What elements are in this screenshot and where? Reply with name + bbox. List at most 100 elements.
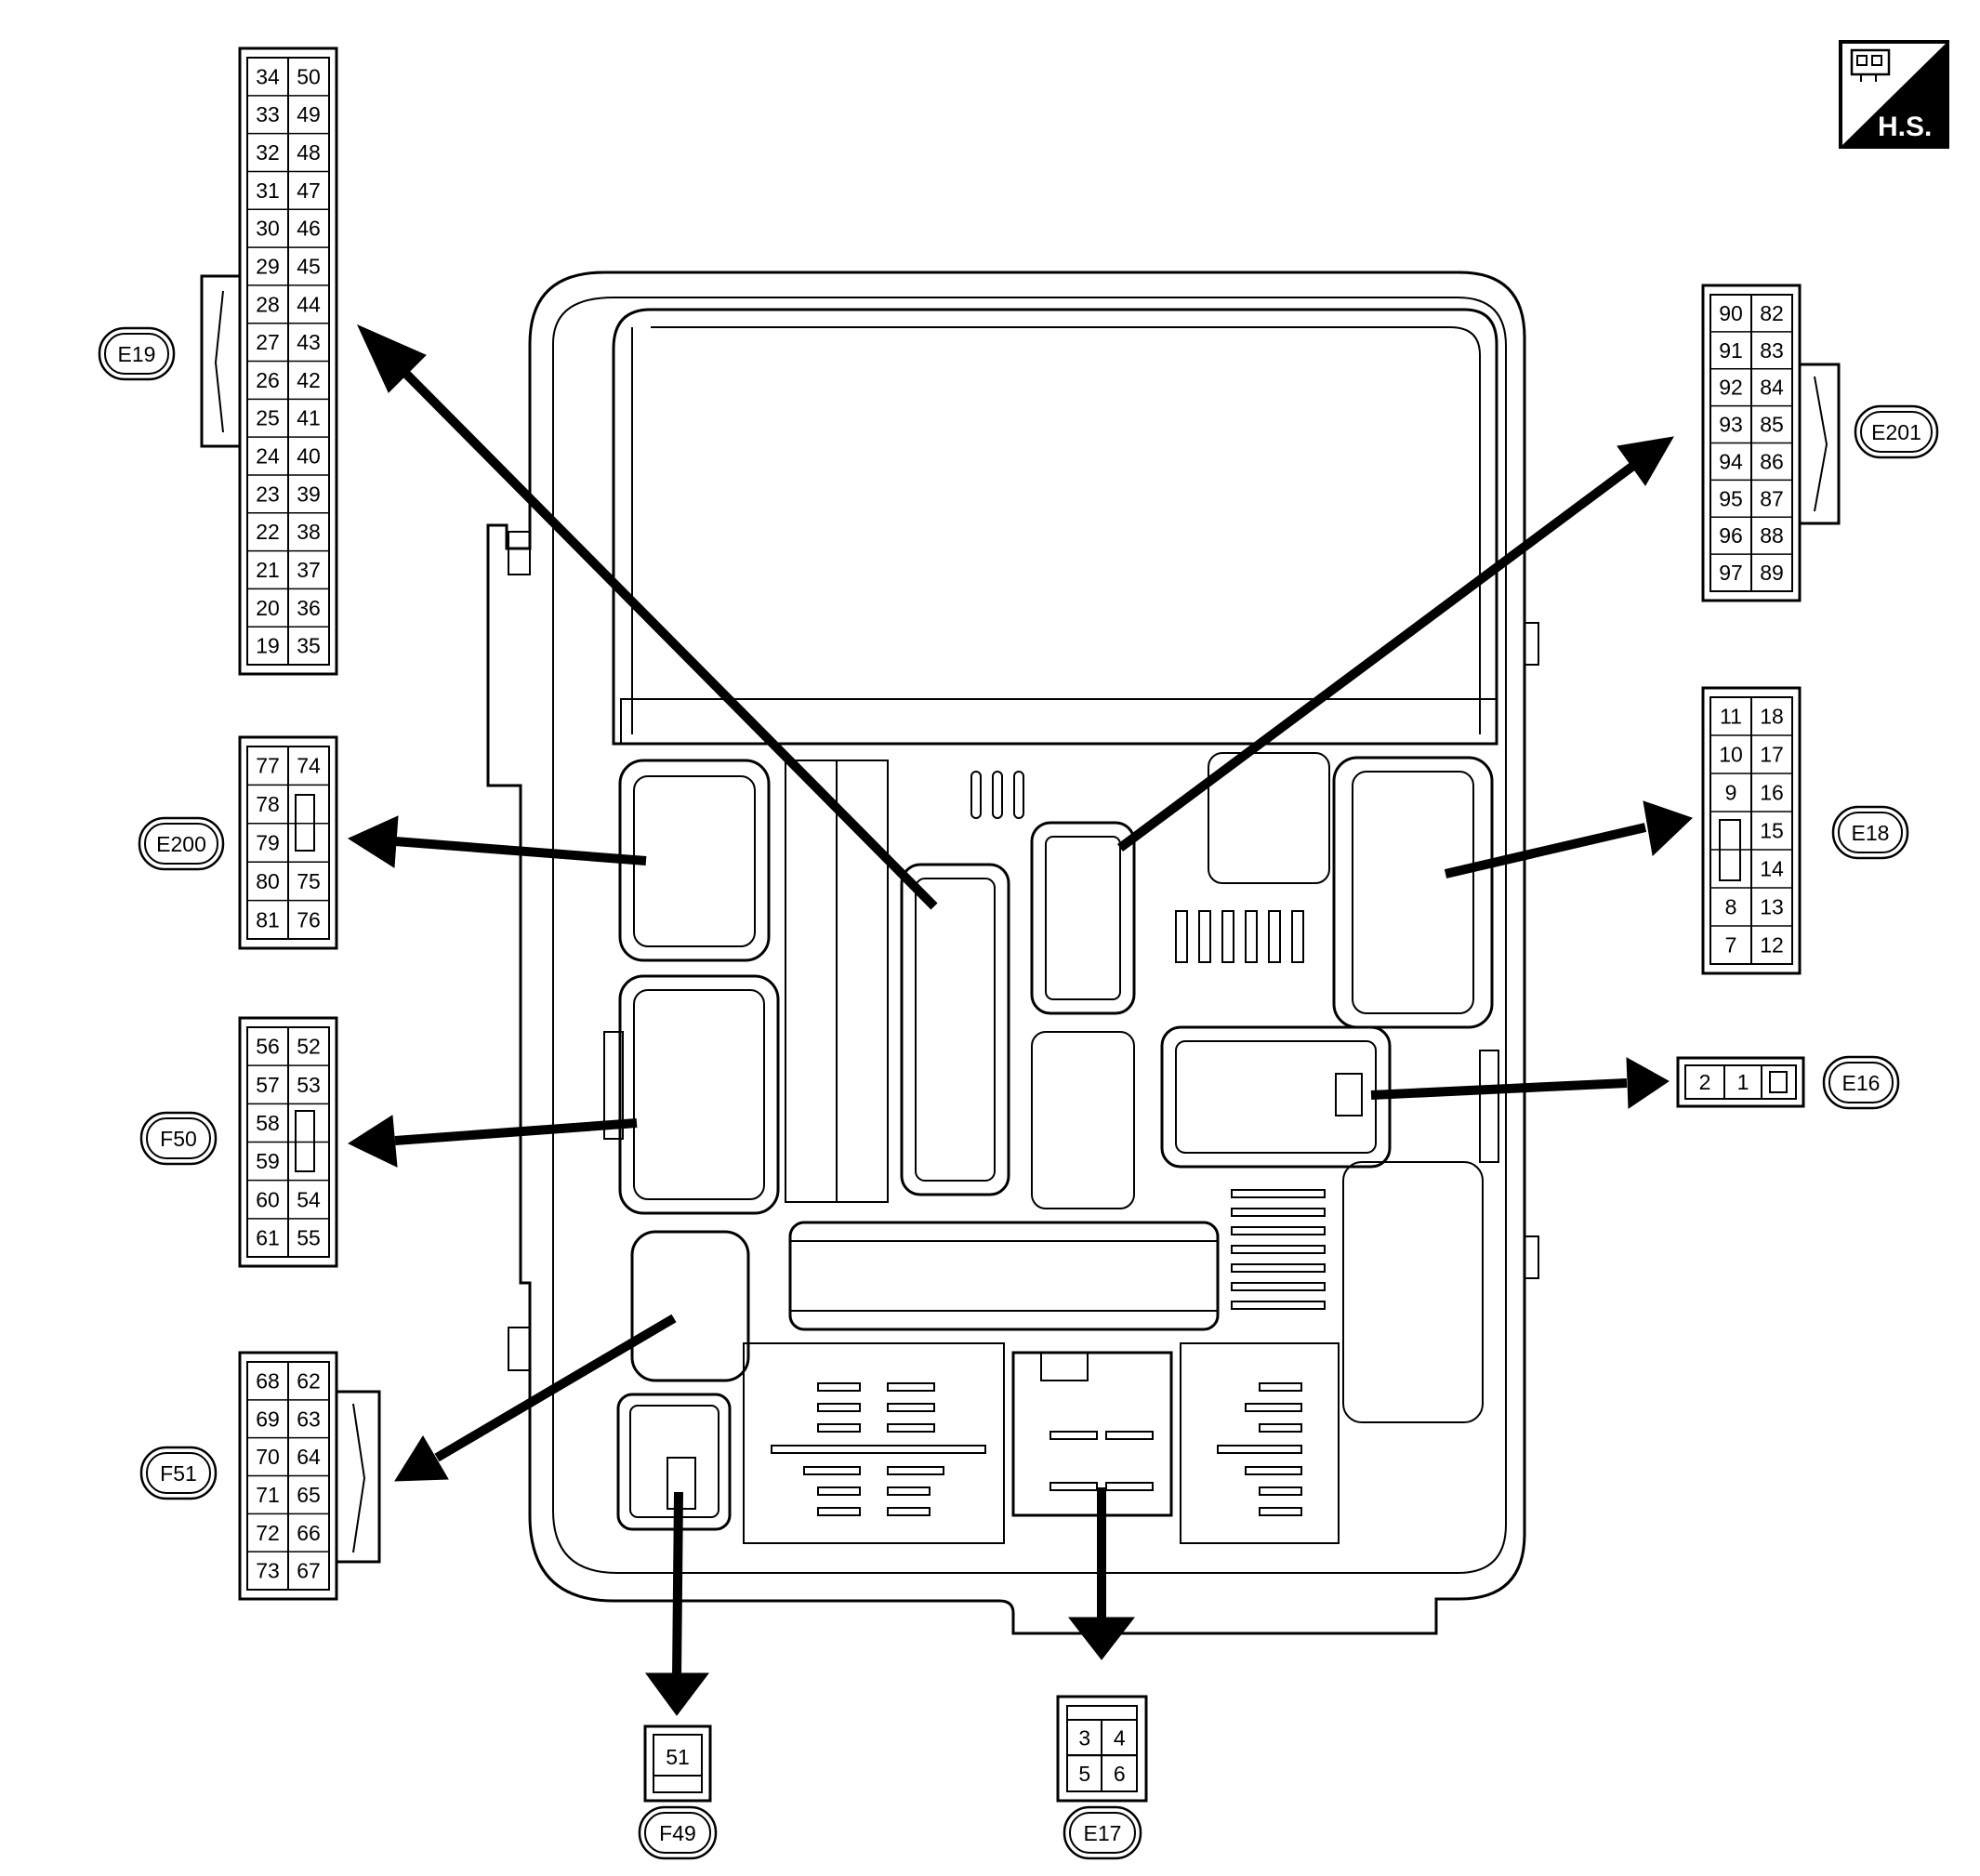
pin-45: 45	[297, 254, 321, 278]
pin-20: 20	[256, 596, 280, 620]
pin-13: 13	[1760, 895, 1784, 919]
vent-slots	[620, 698, 1498, 745]
pin-19: 19	[256, 634, 280, 658]
pin-49: 49	[297, 102, 321, 126]
pin-37: 37	[297, 558, 321, 582]
pin-93: 93	[1719, 413, 1743, 437]
pin-81: 81	[256, 907, 280, 931]
pointer-arrows	[347, 324, 1693, 1716]
connector-f49: 51	[643, 1724, 712, 1803]
pin-16: 16	[1760, 781, 1784, 805]
pin-87: 87	[1760, 486, 1784, 510]
pin-86: 86	[1760, 449, 1784, 473]
pin-64: 64	[297, 1445, 321, 1469]
pin-95: 95	[1719, 486, 1743, 510]
pin-68: 68	[256, 1368, 280, 1393]
pin-33: 33	[256, 102, 280, 126]
connector-f49-pins: 51	[666, 1745, 690, 1769]
connector-labels: E19 E200 F50 F51 E201 E18	[98, 326, 1939, 1860]
label-e18: E18	[1831, 805, 1909, 860]
pin-51: 51	[666, 1745, 690, 1769]
pin-83: 83	[1760, 338, 1784, 363]
pin-58: 58	[256, 1111, 280, 1135]
connector-f49-outline	[643, 1724, 712, 1803]
pin-54: 54	[297, 1187, 321, 1211]
label-e201-text: E201	[1871, 420, 1921, 444]
pin-2: 2	[1699, 1070, 1711, 1094]
pin-73: 73	[256, 1559, 280, 1583]
pin-85: 85	[1760, 413, 1784, 437]
pin-6: 6	[1114, 1762, 1126, 1786]
pin-1: 1	[1737, 1070, 1749, 1094]
pin-4: 4	[1114, 1725, 1126, 1750]
pin-61: 61	[256, 1225, 280, 1249]
pin-92: 92	[1719, 376, 1743, 400]
pin-21: 21	[256, 558, 280, 582]
hs-badge: H.S.	[1839, 40, 1949, 149]
pin-28: 28	[256, 292, 280, 316]
pin-60: 60	[256, 1187, 280, 1211]
pin-24: 24	[256, 444, 280, 469]
pin-94: 94	[1719, 449, 1743, 473]
pin-65: 65	[297, 1483, 321, 1507]
pin-67: 67	[297, 1559, 321, 1583]
pin-12: 12	[1760, 933, 1784, 958]
pin-62: 62	[297, 1368, 321, 1393]
pin-27: 27	[256, 330, 280, 354]
pin-31: 31	[256, 178, 280, 203]
pin-88: 88	[1760, 523, 1784, 548]
pin-63: 63	[297, 1407, 321, 1431]
arrow-e18	[1444, 800, 1693, 879]
pin-39: 39	[297, 482, 321, 506]
fuse-block-internals	[616, 752, 1494, 1544]
pin-78: 78	[256, 792, 280, 816]
label-f51-text: F51	[160, 1461, 197, 1486]
label-e200: E200	[138, 816, 225, 871]
pin-74: 74	[297, 754, 321, 778]
arrow-f49	[645, 1491, 710, 1716]
label-e19-text: E19	[118, 342, 156, 366]
pin-18: 18	[1760, 705, 1784, 729]
pin-47: 47	[297, 178, 321, 203]
pin-30: 30	[256, 217, 280, 241]
pin-22: 22	[256, 520, 280, 544]
label-e17-text: E17	[1084, 1821, 1122, 1845]
pin-8: 8	[1725, 895, 1737, 919]
connector-e18-outline	[1701, 686, 1802, 975]
pin-10: 10	[1719, 743, 1743, 767]
pin-11: 11	[1720, 705, 1742, 729]
label-e16: E16	[1822, 1055, 1900, 1110]
pin-50: 50	[297, 64, 321, 88]
pin-75: 75	[297, 869, 321, 893]
arrow-e201	[1117, 436, 1674, 852]
pin-42: 42	[297, 368, 321, 392]
pin-29: 29	[256, 254, 280, 278]
pin-48: 48	[297, 140, 321, 165]
arrow-e17	[1067, 1487, 1136, 1660]
pin-57: 57	[256, 1073, 280, 1097]
pin-79: 79	[256, 831, 280, 855]
pin-35: 35	[297, 634, 321, 658]
label-e18-text: E18	[1852, 821, 1890, 845]
pin-5: 5	[1078, 1762, 1090, 1786]
pin-43: 43	[297, 330, 321, 354]
arrow-f50	[347, 1115, 638, 1168]
pin-40: 40	[297, 444, 321, 469]
pin-77: 77	[256, 754, 280, 778]
label-f50-text: F50	[160, 1127, 197, 1151]
pin-41: 41	[297, 406, 321, 430]
pin-90: 90	[1719, 301, 1743, 325]
arrow-e19	[356, 324, 938, 910]
pin-9: 9	[1725, 781, 1737, 805]
label-f51: F51	[139, 1446, 218, 1500]
